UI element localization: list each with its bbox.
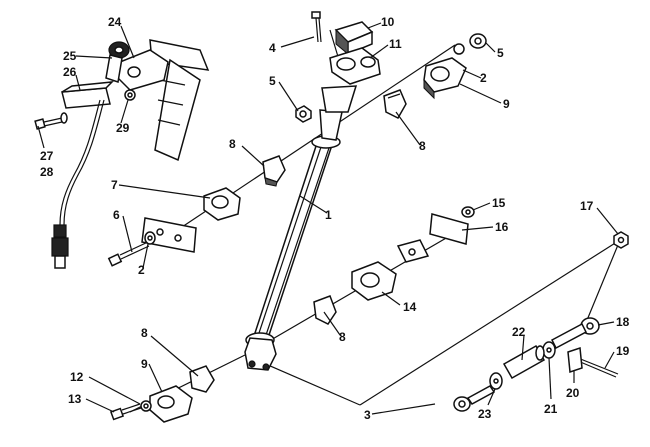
- support-block-7: [203, 187, 241, 221]
- throttle-cable: [51, 99, 105, 269]
- nut-15: [461, 206, 475, 218]
- callout-12: 12: [70, 370, 84, 384]
- plate-16: [429, 213, 469, 245]
- callout-8d: 8: [141, 326, 148, 340]
- bolt-4: [311, 11, 322, 43]
- support-block-9-upper: [423, 57, 467, 100]
- castle-nut-20: [567, 346, 583, 374]
- callout-6: 6: [113, 208, 120, 222]
- callout-28: 28: [40, 165, 54, 179]
- callout-29: 29: [116, 121, 130, 135]
- washer-2-left: [144, 231, 156, 245]
- callout-4: 4: [269, 41, 276, 55]
- callout-2a: 2: [480, 71, 487, 85]
- handlebar-block-11: [329, 47, 381, 85]
- mounting-plate-left: [141, 217, 197, 253]
- mount-bracket-26: [61, 81, 115, 109]
- bushing-8-lower: [313, 295, 337, 325]
- callout-13: 13: [68, 392, 82, 406]
- support-block-9-lower: [149, 385, 193, 423]
- callout-16: 16: [495, 220, 509, 234]
- callout-5b: 5: [269, 74, 276, 88]
- jam-nut-23: [489, 372, 503, 390]
- steering-post: [244, 85, 358, 371]
- callout-10: 10: [381, 15, 395, 29]
- callout-26: 26: [63, 65, 77, 79]
- callout-25: 25: [63, 49, 77, 63]
- callout-24: 24: [108, 15, 122, 29]
- leader-lines: [37, 22, 619, 415]
- bushing-8-left: [262, 155, 286, 187]
- callout-23: 23: [478, 407, 492, 421]
- tie-rod-sleeve-22: [502, 344, 546, 380]
- washer-29: [124, 89, 136, 101]
- cotter-pin-19: [577, 357, 619, 378]
- callout-20: 20: [566, 386, 580, 400]
- callout-1: 1: [325, 208, 332, 222]
- callout-17: 17: [580, 199, 594, 213]
- callout-9a: 9: [503, 97, 510, 111]
- callout-3: 3: [364, 408, 371, 422]
- callout-18: 18: [616, 315, 630, 329]
- nut-5-right: [453, 33, 487, 55]
- callout-8b: 8: [419, 139, 426, 153]
- callout-14: 14: [403, 300, 417, 314]
- bushing-8-bottom: [189, 365, 215, 393]
- washer-12: [140, 400, 152, 412]
- callout-22: 22: [512, 325, 526, 339]
- callout-8a: 8: [229, 137, 236, 151]
- callout-19: 19: [616, 344, 630, 358]
- handlebar-cap-10: [334, 21, 374, 56]
- nut-17: [613, 231, 629, 249]
- callout-27: 27: [40, 149, 54, 163]
- callout-11: 11: [389, 37, 402, 51]
- jam-nut-21: [542, 341, 556, 359]
- callouts: 1 2 2 3 4 5 5 6 7 8 8 8 8 9 9 10 11 12 1…: [40, 15, 630, 422]
- callout-7: 7: [111, 178, 118, 192]
- callout-2b: 2: [138, 263, 145, 277]
- throttle-knob-25: [105, 41, 130, 83]
- bolt-6: [107, 241, 150, 267]
- callout-15: 15: [492, 196, 506, 210]
- callout-21: 21: [544, 402, 558, 416]
- callout-5a: 5: [497, 46, 504, 60]
- bolt-13: [109, 403, 142, 421]
- callout-8c: 8: [339, 330, 346, 344]
- support-block-14: [351, 261, 397, 301]
- screw-27-28: [34, 112, 68, 130]
- plate-small: [396, 239, 430, 263]
- bushing-8-upper: [383, 89, 407, 119]
- callout-9b: 9: [141, 357, 148, 371]
- nut-5-middle: [295, 105, 312, 123]
- tie-rod-end-18: [551, 317, 600, 350]
